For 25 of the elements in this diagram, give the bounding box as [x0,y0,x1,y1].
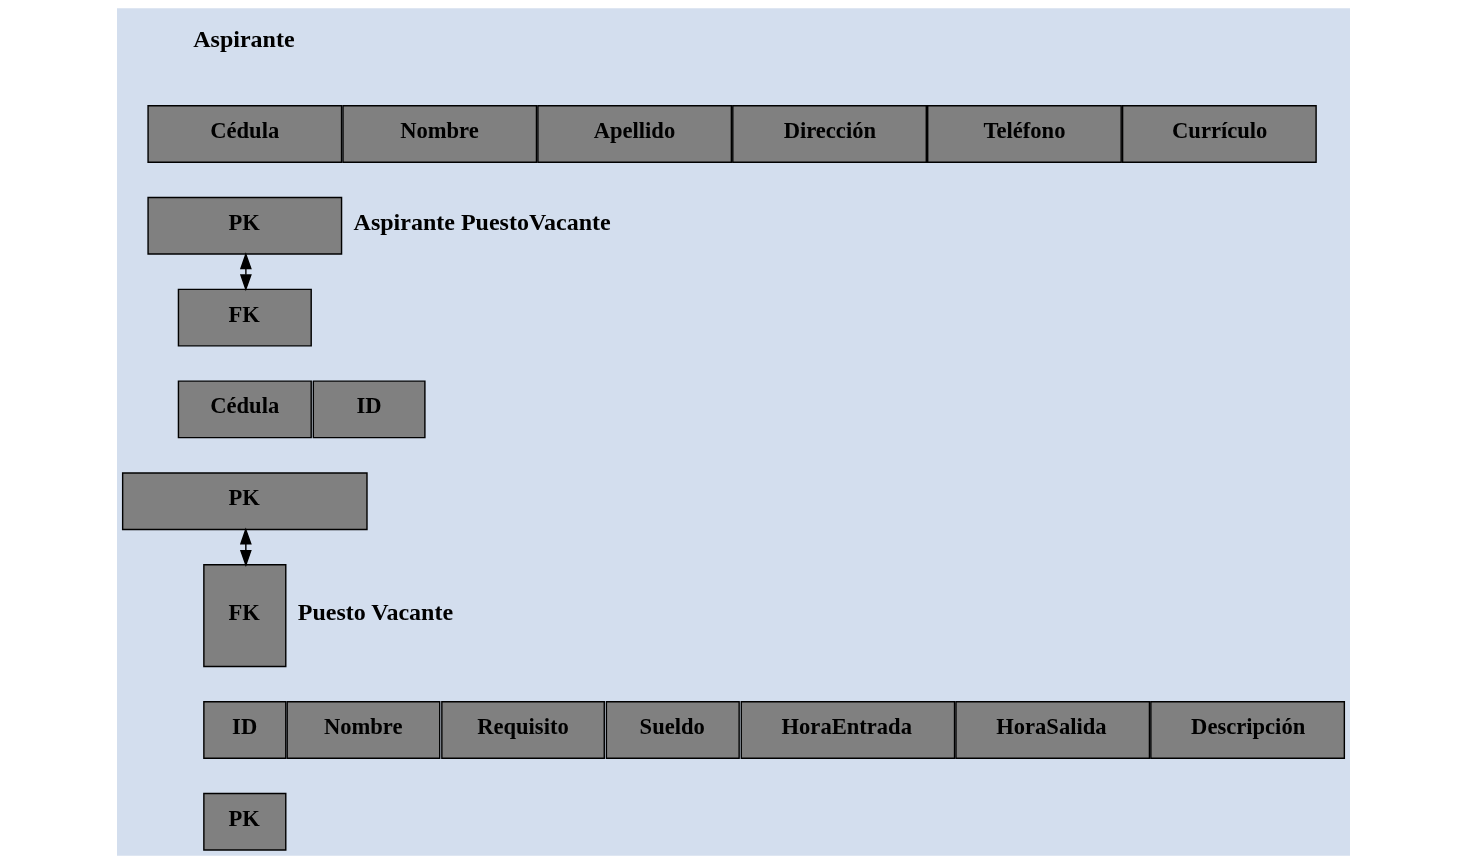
label: Aspirante [193,25,295,52]
node-box: ID [203,701,287,759]
node-box: Apellido [537,105,733,163]
node-box: HoraSalida [955,701,1151,759]
node-box: FK [177,288,312,347]
node-box: Dirección [732,105,927,163]
node-box: HoraEntrada [740,701,956,759]
node-box: Descripción [1150,701,1346,759]
node-box: Nombre [342,105,538,163]
node-box: Cédula [177,380,312,439]
node-box: ID [312,380,426,439]
node-box: Sueldo [605,701,740,759]
node-box: Nombre [286,701,441,759]
node-box: Teléfono [927,105,1122,163]
label: Puesto Vacante [297,598,454,625]
node-box: Cédula [147,105,343,163]
label: Aspirante PuestoVacante [353,209,611,236]
node-box: Requisito [441,701,605,759]
node-box: PK [203,792,287,851]
node-box: Currículo [1121,105,1317,163]
node-box: PK [121,472,368,531]
arrow [239,252,252,292]
node-box: FK [203,564,287,668]
arrow [239,527,252,567]
node-box: PK [147,196,343,255]
